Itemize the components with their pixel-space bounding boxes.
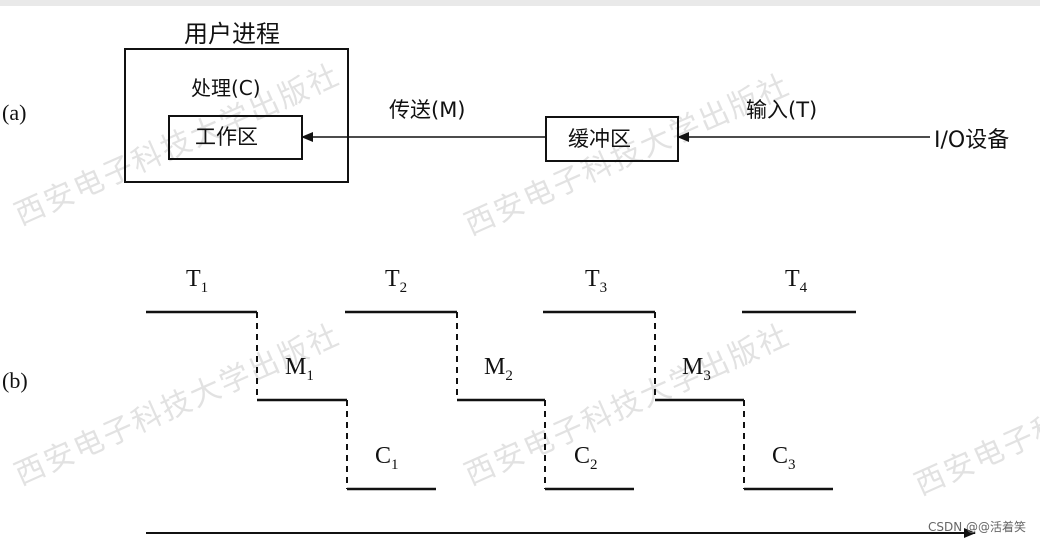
- user-process-box: [124, 48, 349, 183]
- transfer-label: 传送(M): [389, 98, 466, 122]
- label-t1: T1: [186, 266, 209, 296]
- label-c2: C2: [574, 443, 598, 473]
- user-process-title: 用户进程: [184, 20, 280, 48]
- input-label: 输入(T): [746, 98, 818, 122]
- label-c3: C3: [772, 443, 796, 473]
- processing-label: 处理(C): [191, 76, 261, 100]
- label-t2: T2: [385, 266, 408, 296]
- label-m1: M1: [285, 354, 314, 384]
- label-t4: T4: [785, 266, 808, 296]
- label-c1: C1: [375, 443, 399, 473]
- footer-credit: CSDN @@活着笑: [927, 520, 1026, 534]
- part-b-label: (b): [2, 368, 28, 393]
- label-m3: M3: [682, 354, 711, 384]
- io-device-label: I/O设备: [934, 128, 1010, 153]
- label-t3: T3: [585, 266, 608, 296]
- work-area-label: 工作区: [195, 125, 258, 149]
- part-a-label: (a): [2, 100, 27, 125]
- top-border: [0, 0, 1040, 6]
- label-m2: M2: [484, 354, 513, 384]
- buffer-label: 缓冲区: [568, 127, 631, 151]
